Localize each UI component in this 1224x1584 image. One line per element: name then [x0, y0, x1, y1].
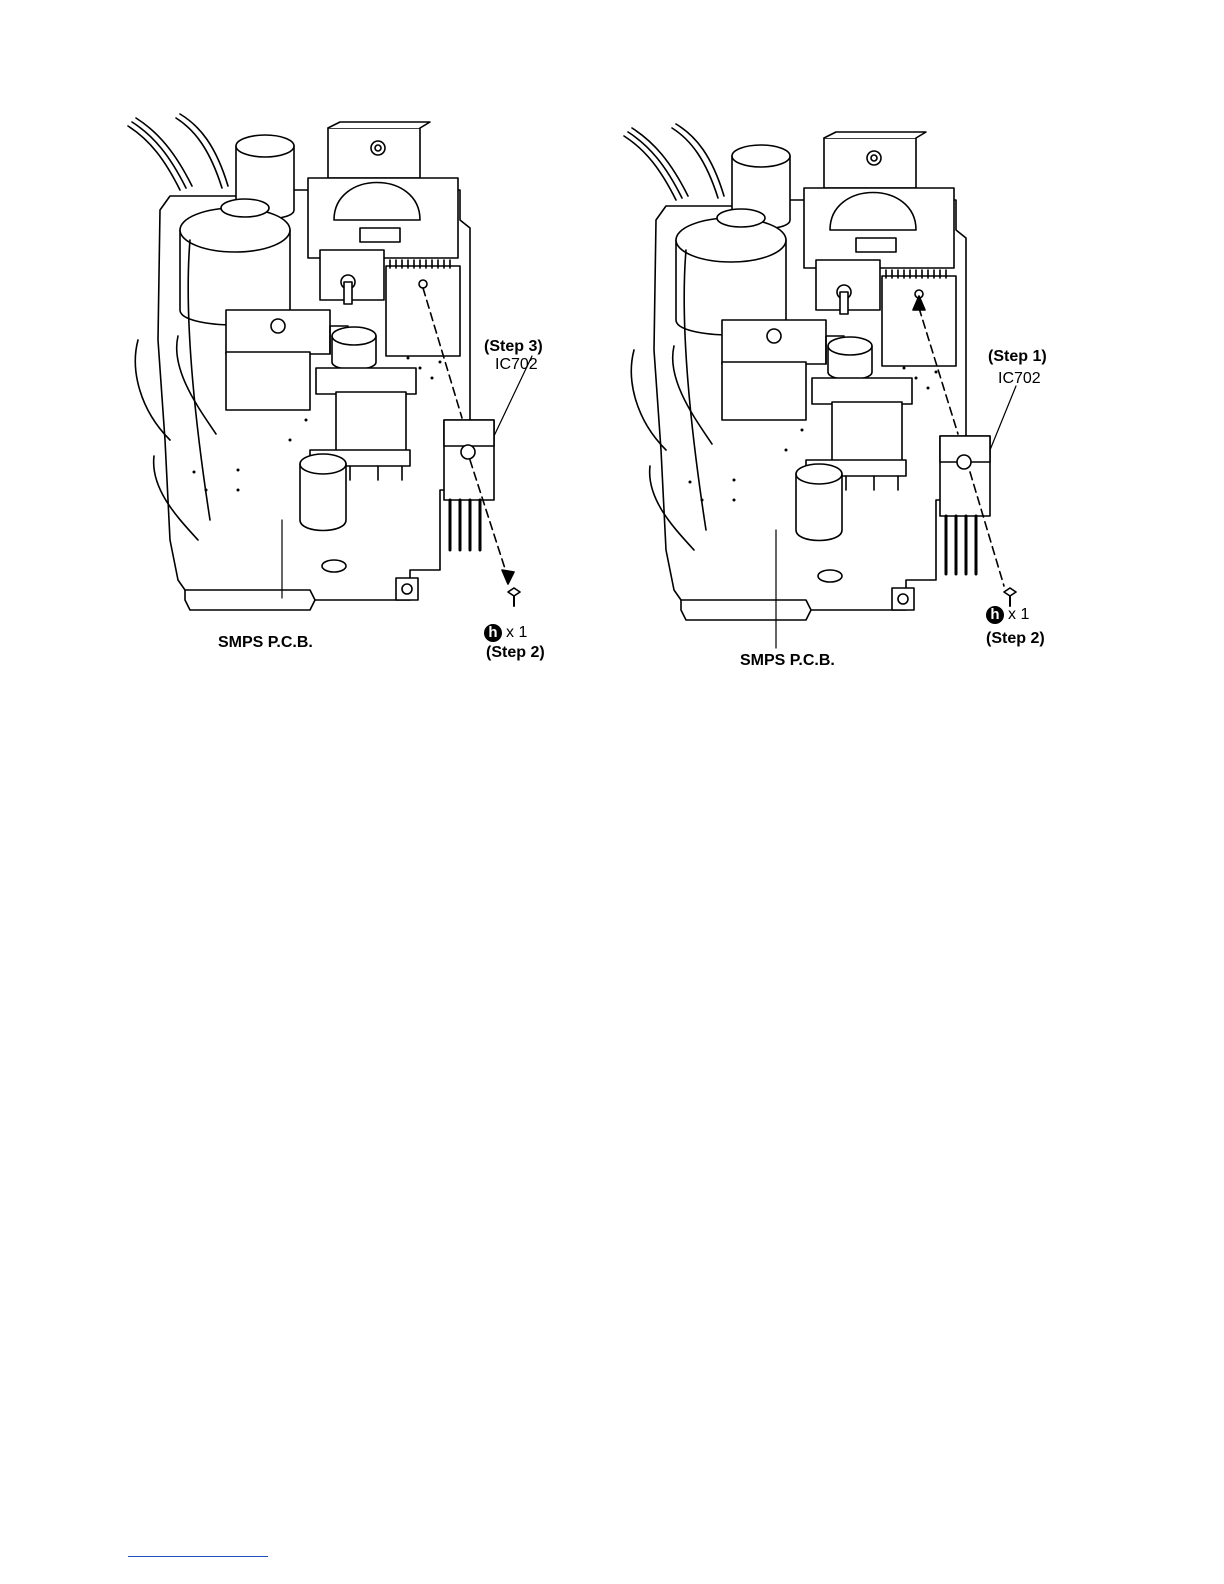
ic-label: IC702: [998, 370, 1041, 388]
screw-h-icon: h: [986, 606, 1004, 624]
pcb-label: SMPS P.C.B.: [740, 652, 835, 670]
step-ic-label: (Step 1): [988, 348, 1047, 366]
step-screw-label: (Step 2): [986, 630, 1045, 648]
step-ic-label: (Step 3): [484, 338, 543, 356]
ic-label: IC702: [495, 356, 538, 374]
screw-h-icon: h: [484, 624, 502, 642]
smps-pcb-drawing: [110, 100, 570, 700]
pcb-label: SMPS P.C.B.: [218, 634, 313, 652]
footer-rule: [128, 1556, 268, 1557]
step-screw-label: (Step 2): [486, 644, 545, 662]
